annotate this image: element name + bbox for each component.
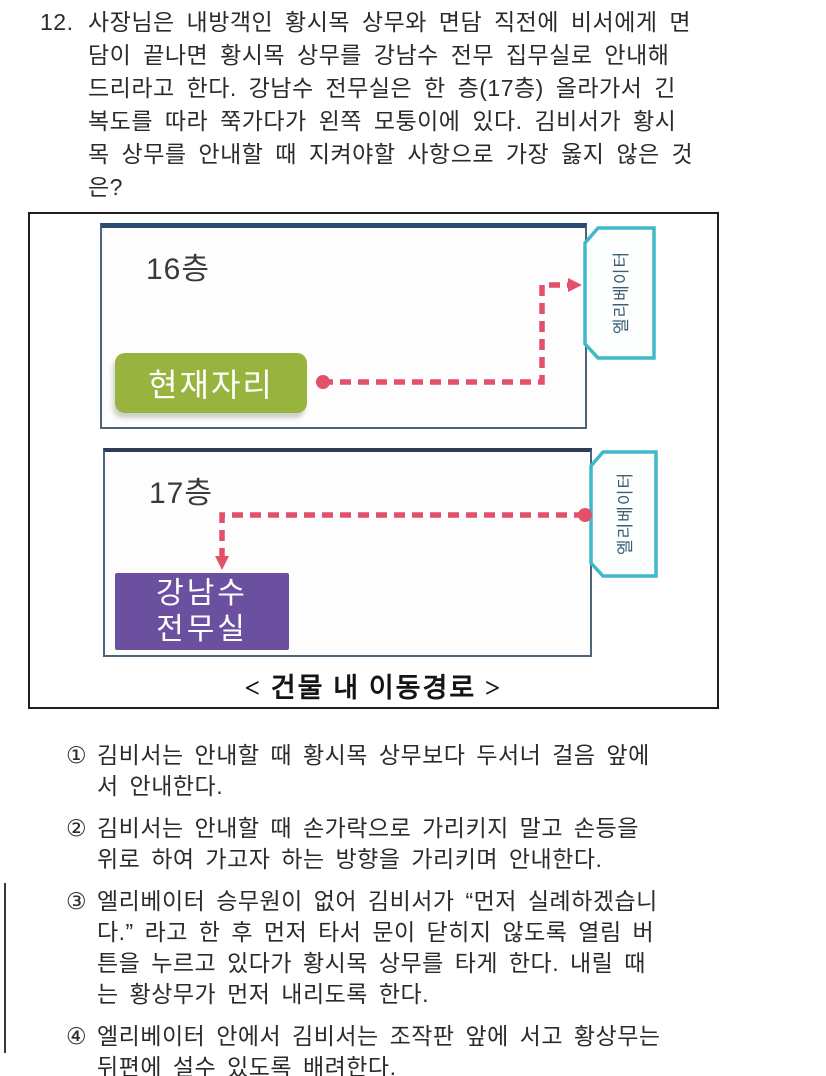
- figure-caption: < 건물 내 이동경로 >: [244, 673, 503, 703]
- current-seat-box: 현재자리: [115, 353, 307, 413]
- elevator-tab-16-shape: [583, 226, 656, 360]
- options-list: ① 김비서는 안내할 때 황시목 상무보다 두서너 걸음 앞에 서 안내한다. …: [66, 740, 790, 1076]
- option-3-text: 엘리베이터 승무원이 없어 김비서가 “먼저 실례하겠습니 다.” 라고 한 후…: [97, 888, 658, 1007]
- executive-office-box: 강남수 전무실: [115, 573, 289, 650]
- option-2-number: ②: [66, 815, 88, 841]
- floor-16-label: 16층: [146, 253, 210, 286]
- option-1-text: 김비서는 안내할 때 황시목 상무보다 두서너 걸음 앞에 서 안내한다.: [97, 742, 650, 799]
- question-text: 사장님은 내방객인 황시목 상무와 면담 직전에 비서에게 면 담이 끝나면 황…: [88, 9, 694, 200]
- option-4-text: 엘리베이터 안에서 김비서는 조작판 앞에 서고 황상무는 뒤편에 설수 있도록…: [97, 1023, 661, 1076]
- question-block: 12. 사장님은 내방객인 황시목 상무와 면담 직전에 비서에게 면 담이 끝…: [40, 6, 790, 204]
- option-1-number: ①: [66, 742, 88, 768]
- route-start-dot-17: [578, 508, 592, 522]
- floor-17-label: 17층: [149, 477, 213, 510]
- left-margin-rule: [4, 883, 6, 1053]
- question-number: 12.: [40, 9, 74, 35]
- route-path-16: [322, 278, 582, 385]
- route-start-dot-16: [316, 375, 330, 389]
- route-figure: 16층 현재자리 17층 강남수 전무실 엘리베이터 엘리베이터: [28, 212, 719, 709]
- option-2: ② 김비서는 안내할 때 손가락으로 가리키지 말고 손등을 위로 하여 가고자…: [66, 813, 790, 875]
- option-3-number: ③: [66, 888, 88, 914]
- route-path-17: [215, 512, 585, 570]
- route-arrows: [215, 278, 592, 570]
- floor-17-box: 17층: [103, 448, 592, 657]
- option-4: ④ 엘리베이터 안에서 김비서는 조작판 앞에 서고 황상무는 뒤편에 설수 있…: [66, 1021, 790, 1076]
- option-3: ③ 엘리베이터 승무원이 없어 김비서가 “먼저 실례하겠습니 다.” 라고 한…: [66, 886, 790, 1010]
- current-seat-label: 현재자리: [148, 367, 274, 403]
- option-1: ① 김비서는 안내할 때 황시목 상무보다 두서너 걸음 앞에 서 안내한다.: [66, 740, 790, 802]
- elevator-tab-17-shape: [589, 450, 658, 578]
- option-4-number: ④: [66, 1023, 88, 1049]
- option-2-text: 김비서는 안내할 때 손가락으로 가리키지 말고 손등을 위로 하여 가고자 하…: [97, 815, 639, 872]
